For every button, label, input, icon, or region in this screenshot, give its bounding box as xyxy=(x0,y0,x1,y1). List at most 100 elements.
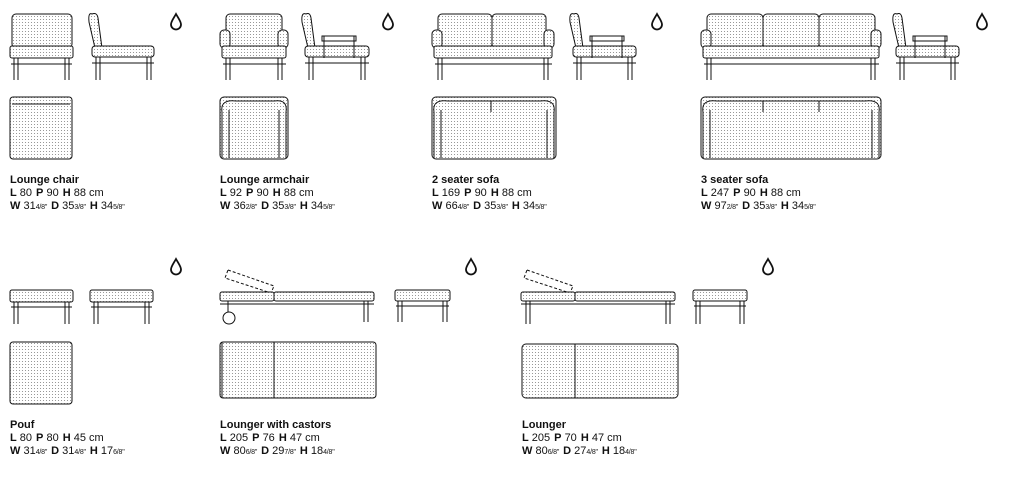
inch-mark: " xyxy=(293,449,297,456)
dim-label-l: L xyxy=(10,432,17,444)
inch-mark: " xyxy=(83,204,87,211)
dim-label-d: D xyxy=(261,445,270,457)
dim-value-l: 205 xyxy=(531,432,551,444)
dim-value-l: 247 xyxy=(710,187,730,199)
inch-fraction: 3/8 xyxy=(284,204,294,211)
inch-fraction: 3/8 xyxy=(74,204,84,211)
inch-mark: " xyxy=(122,204,125,211)
inch-whole: 34 xyxy=(310,200,324,212)
dim-label-h: H xyxy=(780,200,789,212)
dim-label-l: L xyxy=(10,187,17,199)
inch-whole: 31 xyxy=(62,445,75,457)
inch-fraction: 7/8 xyxy=(284,449,294,456)
dim-label-d: D xyxy=(51,200,60,212)
product-name: 2 seater sofa xyxy=(432,174,500,186)
dim-value-l: 169 xyxy=(441,187,461,199)
inch-mark: " xyxy=(83,449,87,456)
pouf-side-view xyxy=(89,289,154,324)
inch-mark: " xyxy=(544,204,547,211)
inch-fraction: 4/8 xyxy=(35,204,45,211)
dim-label-d: D xyxy=(742,200,751,212)
inch-whole: 29 xyxy=(272,445,285,457)
pouf-front-view xyxy=(9,289,74,324)
dim-label-w: W xyxy=(10,445,21,457)
dim-label-d: D xyxy=(473,200,482,212)
dim-unit: cm xyxy=(299,187,314,199)
2-seater-sofa-top-view xyxy=(431,96,557,160)
dim-value-h: 47 xyxy=(591,432,605,444)
dim-label-p: P xyxy=(733,187,741,199)
inch-whole: 27 xyxy=(574,445,587,457)
dim-label-h: H xyxy=(89,445,98,457)
inch-mark: " xyxy=(735,204,739,211)
dim-label-h: H xyxy=(62,432,71,444)
lounger-side-view xyxy=(520,269,676,324)
dim-label-l: L xyxy=(432,187,439,199)
inch-fraction: 3/8 xyxy=(765,204,775,211)
dim-label-h: H xyxy=(490,187,499,199)
dim-label-l: L xyxy=(220,432,227,444)
inch-mark: " xyxy=(774,204,778,211)
dim-value-p: 76 xyxy=(262,432,275,444)
dim-value-l: 92 xyxy=(229,187,243,199)
dim-value-l: 80 xyxy=(19,187,33,199)
dim-label-p: P xyxy=(246,187,254,199)
dim-label-l: L xyxy=(220,187,227,199)
dim-label-l: L xyxy=(701,187,708,199)
dim-label-h: H xyxy=(272,187,281,199)
inch-whole: 17 xyxy=(100,445,114,457)
inch-mark: " xyxy=(254,204,258,211)
2-seater-sofa-side-view xyxy=(569,13,637,80)
lounge-chair-side-view xyxy=(88,13,155,80)
dim-value-p: 70 xyxy=(564,432,577,444)
inch-whole: 18 xyxy=(310,445,324,457)
dim-unit: cm xyxy=(607,432,622,444)
lounge-armchair-top-view xyxy=(219,96,289,160)
dim-label-w: W xyxy=(522,445,533,457)
dim-label-h: H xyxy=(299,445,308,457)
dim-value-h: 45 xyxy=(73,432,86,444)
dim-label-p: P xyxy=(464,187,472,199)
inch-whole: 35 xyxy=(753,200,766,212)
inch-mark: " xyxy=(122,449,125,456)
inch-whole: 36 xyxy=(233,200,246,212)
3-seater-sofa-side-view xyxy=(892,13,960,80)
pouf-top-view xyxy=(9,341,73,405)
inch-fraction: 4/8 xyxy=(74,449,84,456)
dim-label-p: P xyxy=(36,187,44,199)
dim-label-p: P xyxy=(36,432,44,444)
dim-label-p: P xyxy=(554,432,562,444)
inch-whole: 31 xyxy=(23,445,36,457)
3-seater-sofa-top-view xyxy=(700,96,882,160)
inch-fraction: 2/8 xyxy=(245,204,255,211)
water-drop-icon xyxy=(976,13,988,31)
inch-whole: 35 xyxy=(62,200,75,212)
3-seater-sofa-front-view xyxy=(700,13,882,80)
lounge-chair-top-view xyxy=(9,96,73,160)
inch-whole: 66 xyxy=(445,200,458,212)
dim-unit: cm xyxy=(89,432,104,444)
inch-whole: 31 xyxy=(23,200,36,212)
lounger-with-castors-end-view xyxy=(394,289,451,322)
inch-mark: " xyxy=(595,449,599,456)
inch-fraction: 4/8 xyxy=(457,204,467,211)
dim-label-w: W xyxy=(220,445,231,457)
product-name: Lounge chair xyxy=(10,174,80,186)
imperial-dimensions: W 806/8"D 274/8"H 184/8" xyxy=(522,445,637,459)
dim-unit: cm xyxy=(89,187,104,199)
water-drop-icon xyxy=(762,258,774,276)
dim-value-h: 88 xyxy=(770,187,784,199)
dim-value-p: 90 xyxy=(46,187,59,199)
water-drop-icon xyxy=(170,258,182,276)
inch-whole: 18 xyxy=(612,445,626,457)
inch-mark: " xyxy=(813,204,816,211)
inch-fraction: 4/8 xyxy=(625,449,635,456)
